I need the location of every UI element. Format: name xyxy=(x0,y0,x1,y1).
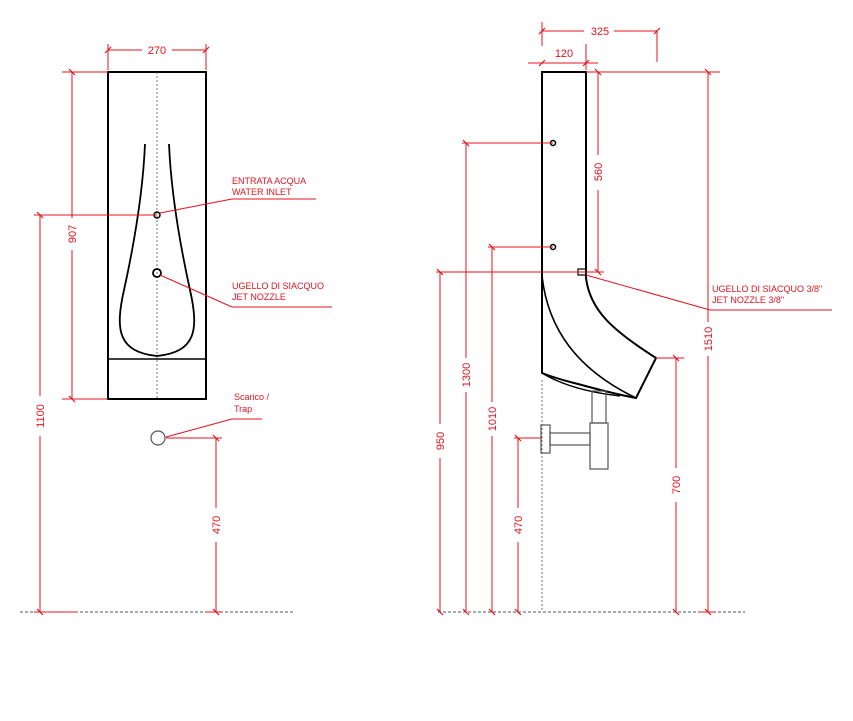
side-dim-total-height: 1510 xyxy=(703,327,715,351)
front-label-water-inlet-it: ENTRATA ACQUA xyxy=(232,176,306,186)
side-trap-pipe xyxy=(540,390,609,470)
front-label-jet-nozzle-en: JET NOZZLE xyxy=(232,292,286,302)
front-jet-nozzle xyxy=(152,268,162,278)
side-dim-upper-inlet-height: 1300 xyxy=(461,363,473,387)
front-dim-inlet-height: 907 xyxy=(67,225,79,243)
side-label-jet-nozzle-en: JET NOZZLE 3/8" xyxy=(712,295,784,305)
front-label-jet-nozzle-it: UGELLO DI SIACQUO xyxy=(232,281,324,291)
side-label-jet-nozzle-it: UGELLO DI SIACQUO 3/8" xyxy=(712,284,822,294)
side-dim-trap-height: 470 xyxy=(513,516,525,534)
front-label-trap-it: Scarico / xyxy=(234,392,270,402)
front-label-water-inlet-en: WATER INLET xyxy=(232,187,292,197)
front-trap-symbol xyxy=(150,430,166,446)
side-view: 325 120 560 1510 1300 1010 950 xyxy=(435,22,832,616)
front-dim-width: 270 xyxy=(148,45,166,57)
front-bowl-outline xyxy=(118,143,196,357)
side-urinal-body xyxy=(541,71,658,400)
front-dim-trap-height: 470 xyxy=(211,516,223,534)
side-dim-inlet-spacing: 560 xyxy=(593,163,605,181)
side-dim-depth: 325 xyxy=(591,26,609,38)
side-dim-wall-depth: 120 xyxy=(555,48,573,60)
side-bowl-curve xyxy=(541,275,637,399)
side-dim-nozzle-height: 950 xyxy=(435,432,447,450)
side-rim-curve xyxy=(541,372,621,397)
front-label-trap-en: Trap xyxy=(234,404,252,414)
side-dim-lower-inlet-height: 1010 xyxy=(487,407,499,431)
front-view: 270 907 1100 470 ENTRATA ACQUA WATER INL… xyxy=(20,44,332,616)
front-dim-total-height: 1100 xyxy=(35,404,47,428)
side-dim-lip-height: 700 xyxy=(671,476,683,494)
